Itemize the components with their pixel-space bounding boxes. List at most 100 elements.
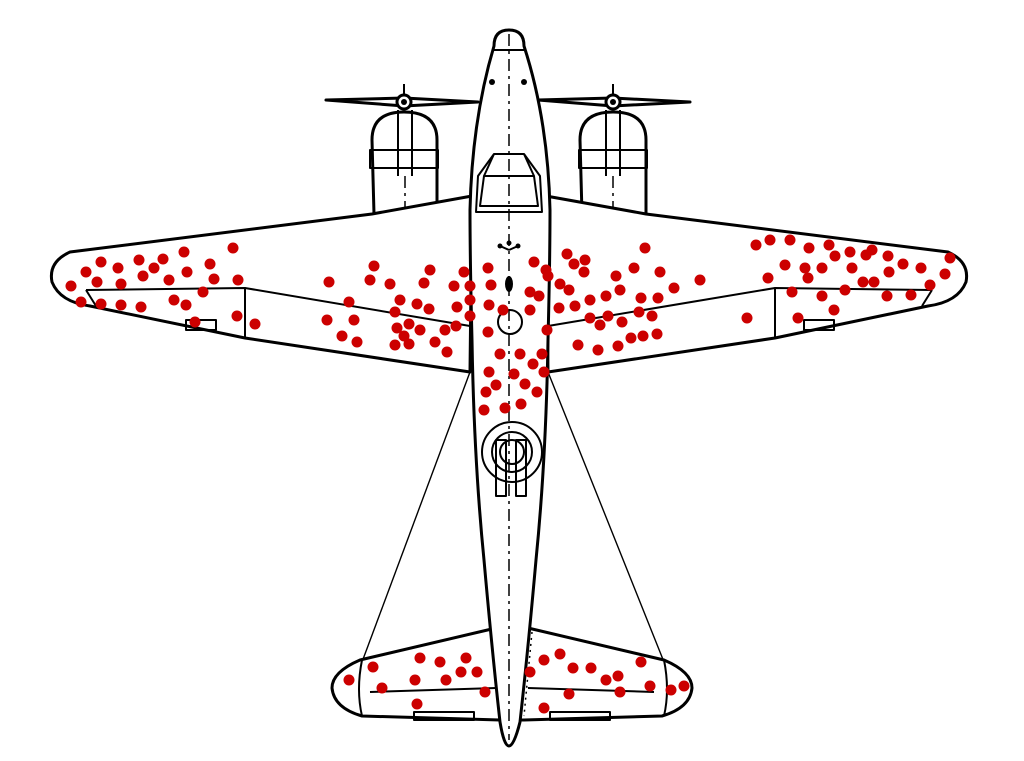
bullet-hit-111 — [779, 259, 791, 271]
bullet-hit-127 — [823, 239, 835, 251]
bullet-hits — [65, 234, 956, 714]
bullet-hit-50 — [448, 280, 460, 292]
bullet-hit-8 — [148, 262, 160, 274]
bullet-hit-155 — [460, 652, 472, 664]
bullet-hit-42 — [403, 338, 415, 350]
bullet-hit-37 — [389, 306, 401, 318]
bullet-hit-82 — [568, 258, 580, 270]
left-propeller — [324, 84, 480, 111]
bullet-hit-128 — [844, 246, 856, 258]
bullet-hit-114 — [829, 250, 841, 262]
bullet-hit-16 — [232, 274, 244, 286]
bullet-hit-55 — [464, 280, 476, 292]
bullet-hit-72 — [536, 348, 548, 360]
bullet-hit-144 — [610, 270, 622, 282]
right-wing — [544, 194, 969, 374]
bullet-hit-159 — [524, 666, 536, 678]
bullet-hit-52 — [450, 320, 462, 332]
bullet-hit-32 — [351, 336, 363, 348]
bullet-hit-92 — [602, 310, 614, 322]
bullet-hit-129 — [866, 244, 878, 256]
bullet-hit-166 — [612, 670, 624, 682]
bullet-hit-119 — [897, 258, 909, 270]
bullet-hit-80 — [531, 386, 543, 398]
bullet-hit-152 — [434, 656, 446, 668]
bullet-hit-74 — [524, 304, 536, 316]
bullet-hit-85 — [553, 302, 565, 314]
bullet-hit-22 — [95, 298, 107, 310]
bullet-hit-91 — [594, 319, 606, 331]
bullet-hit-9 — [157, 253, 169, 265]
bullet-hit-57 — [424, 264, 436, 276]
bullet-hit-122 — [944, 252, 956, 264]
bullet-hit-43 — [418, 277, 430, 289]
bullet-hit-51 — [451, 301, 463, 313]
bullet-hit-145 — [533, 290, 545, 302]
bullet-hit-97 — [646, 310, 658, 322]
bullet-hit-150 — [409, 674, 421, 686]
bullet-hit-172 — [563, 688, 575, 700]
bullet-hit-113 — [816, 262, 828, 274]
bullet-hit-101 — [668, 282, 680, 294]
bullet-hit-69 — [519, 378, 531, 390]
bullet-hit-10 — [163, 274, 175, 286]
bullet-hit-4 — [112, 262, 124, 274]
bullet-hit-94 — [625, 332, 637, 344]
bullet-hit-62 — [482, 326, 494, 338]
bullet-hit-102 — [628, 262, 640, 274]
bullet-hit-103 — [639, 242, 651, 254]
bullet-hit-40 — [398, 330, 410, 342]
bullet-hit-133 — [816, 290, 828, 302]
bullet-hit-70 — [538, 366, 550, 378]
bullet-hit-121 — [939, 268, 951, 280]
bullet-hit-149 — [376, 682, 388, 694]
bullet-hit-7 — [137, 270, 149, 282]
bullet-hit-138 — [924, 279, 936, 291]
bullet-hit-35 — [384, 278, 396, 290]
bullet-hit-143 — [579, 254, 591, 266]
bullet-hit-2 — [95, 256, 107, 268]
bullet-hit-148 — [367, 661, 379, 673]
bullet-hit-108 — [612, 340, 624, 352]
bullet-hit-63 — [494, 348, 506, 360]
bullet-hit-99 — [635, 292, 647, 304]
bullet-hit-5 — [115, 278, 127, 290]
bullet-hit-23 — [75, 296, 87, 308]
bullet-hit-115 — [846, 262, 858, 274]
bullet-hit-48 — [439, 324, 451, 336]
bullet-hit-41 — [403, 318, 415, 330]
bullet-hit-95 — [637, 330, 649, 342]
bullet-hit-120 — [915, 262, 927, 274]
bullet-hit-21 — [115, 299, 127, 311]
bullet-hit-19 — [180, 299, 192, 311]
bullet-hit-65 — [483, 366, 495, 378]
bullet-hit-49 — [441, 346, 453, 358]
bullet-hit-154 — [455, 666, 467, 678]
bullet-hit-38 — [391, 322, 403, 334]
bullet-hit-73 — [541, 324, 553, 336]
bullet-hit-130 — [882, 250, 894, 262]
bullet-hit-90 — [584, 312, 596, 324]
bullet-hit-71 — [527, 358, 539, 370]
bullet-hit-93 — [616, 316, 628, 328]
bullet-hit-89 — [614, 284, 626, 296]
bullet-hit-125 — [784, 234, 796, 246]
bullet-hit-26 — [249, 318, 261, 330]
bullet-hit-25 — [231, 310, 243, 322]
bullet-hit-147 — [343, 674, 355, 686]
bullet-hit-139 — [792, 312, 804, 324]
bullet-hit-53 — [464, 294, 476, 306]
bullet-hit-27 — [323, 276, 335, 288]
bullet-hit-164 — [600, 674, 612, 686]
bullet-hit-44 — [411, 298, 423, 310]
bullet-hit-106 — [572, 339, 584, 351]
bullet-hit-39 — [389, 339, 401, 351]
bullet-hit-81 — [561, 248, 573, 260]
bullet-hit-12 — [181, 266, 193, 278]
bullet-hit-15 — [227, 242, 239, 254]
bullet-hit-1 — [80, 266, 92, 278]
bullet-hit-171 — [538, 702, 550, 714]
bullet-hit-77 — [478, 404, 490, 416]
bullet-hit-31 — [336, 330, 348, 342]
